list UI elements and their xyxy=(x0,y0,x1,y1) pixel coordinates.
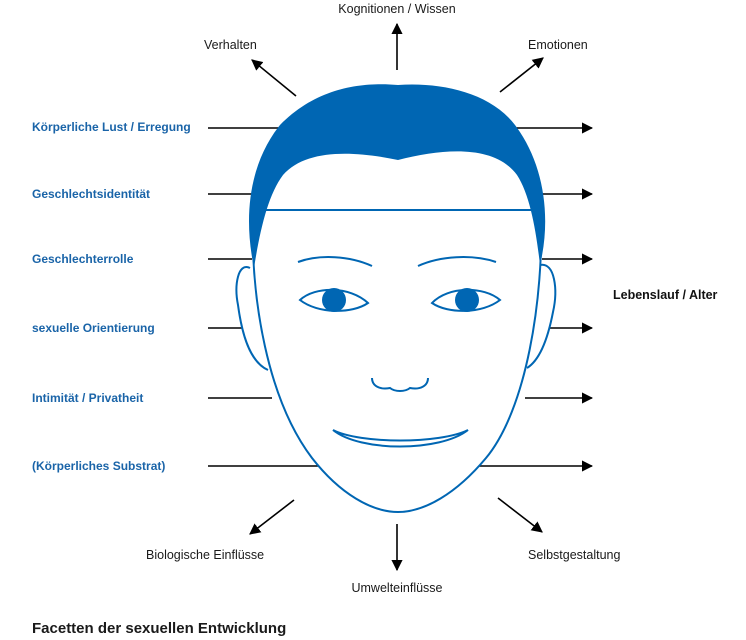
label-biologische-einfluesse: Biologische Einflüsse xyxy=(146,548,265,562)
figure-caption: Facetten der sexuellen Entwicklung xyxy=(32,620,287,637)
label-selbstgestaltung: Selbstgestaltung xyxy=(528,548,621,562)
horizontal-arrows xyxy=(208,122,594,472)
hair xyxy=(249,84,546,269)
label-emotionen: Emotionen xyxy=(528,38,588,52)
radial-arrows xyxy=(249,22,544,572)
label-sexuelle-orientierung: sexuelle Orientierung xyxy=(32,321,155,335)
head-outline xyxy=(251,209,543,514)
left-eyebrow xyxy=(297,256,373,267)
label-geschlechtsidentitaet: Geschlechtsidentität xyxy=(32,187,151,201)
label-verhalten: Verhalten xyxy=(204,38,257,52)
label-lebenslauf: Lebenslauf / Alter xyxy=(613,288,718,302)
nose xyxy=(371,377,429,392)
label-geschlechterrolle: Geschlechterrolle xyxy=(32,252,134,266)
right-pupil xyxy=(455,288,479,312)
label-umwelteinfluesse: Umwelteinflüsse xyxy=(351,581,443,595)
label-koerperliches-substrat: (Körperliches Substrat) xyxy=(32,459,166,473)
label-kognitionen: Kognitionen / Wissen xyxy=(338,2,456,16)
left-ear xyxy=(235,266,269,371)
label-koerperliche-lust: Körperliche Lust / Erregung xyxy=(32,120,191,134)
mouth xyxy=(332,429,469,448)
label-intimitaet: Intimität / Privatheit xyxy=(32,391,144,405)
right-ear xyxy=(526,263,557,369)
left-pupil xyxy=(322,288,346,312)
face-illustration xyxy=(235,84,557,514)
right-eyebrow xyxy=(417,256,497,267)
